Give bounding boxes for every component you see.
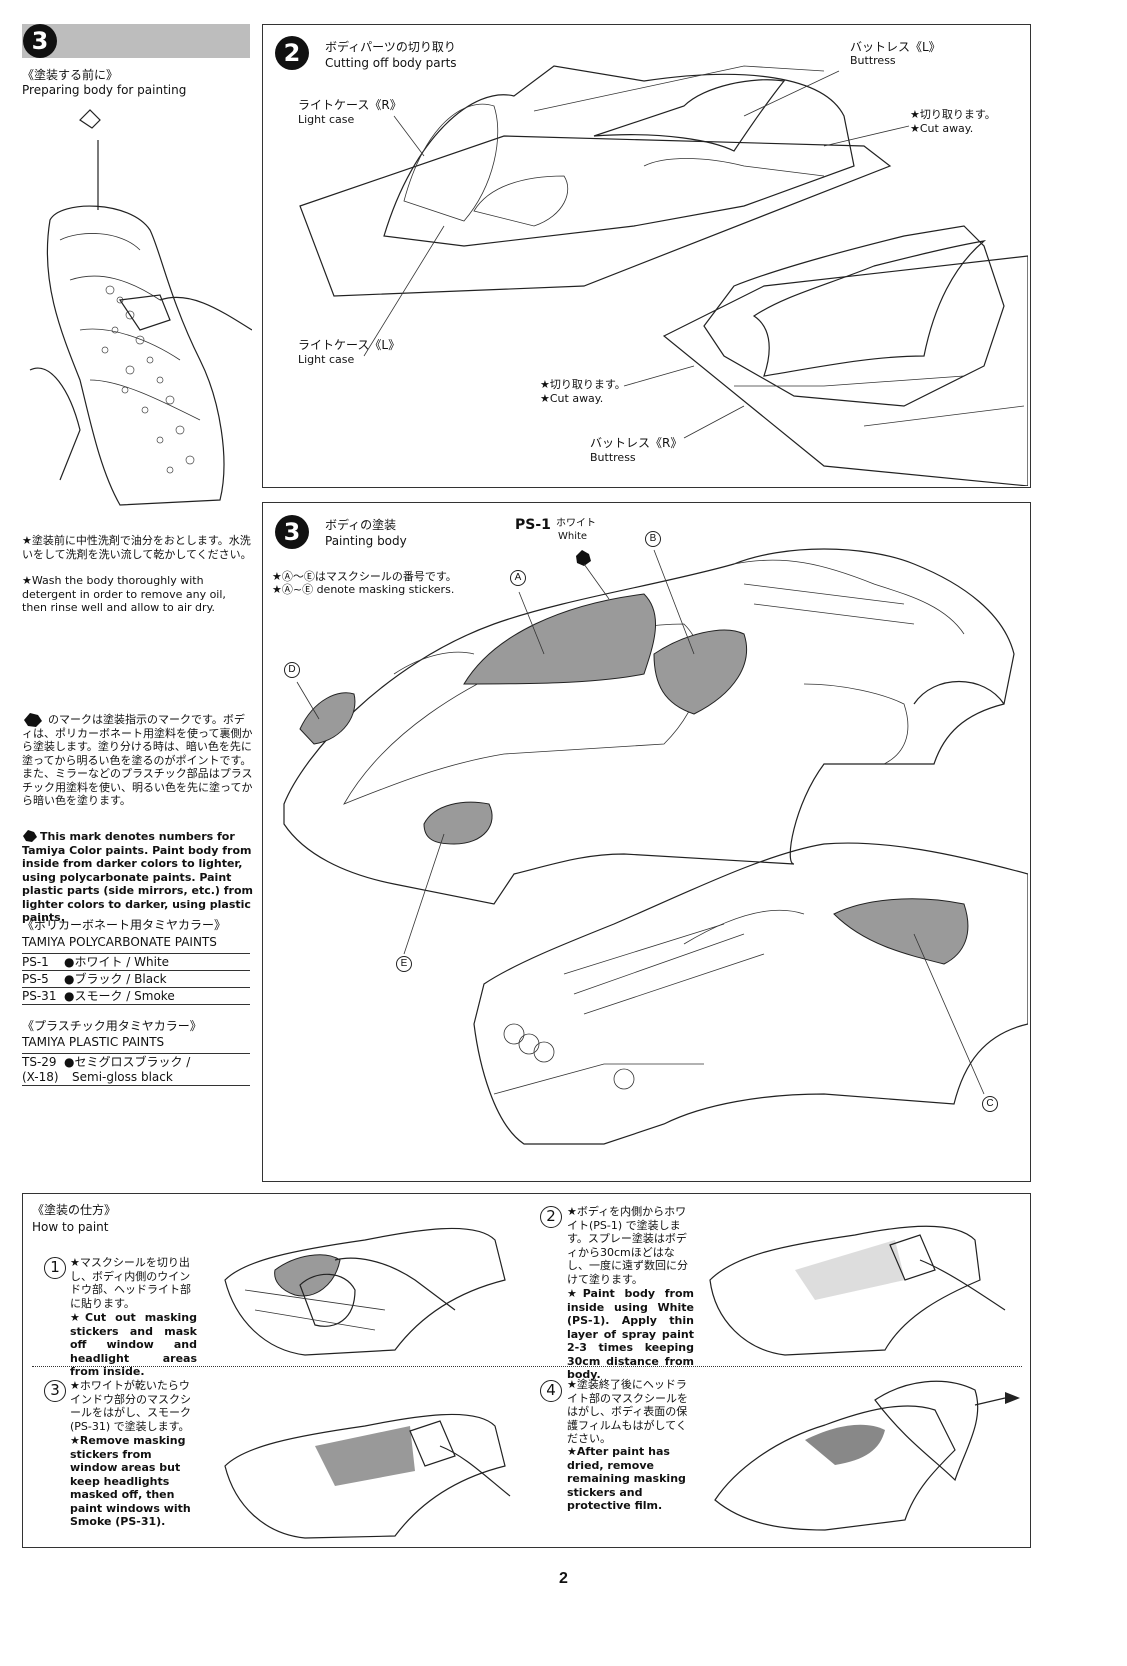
washing-illustration [29, 109, 252, 506]
cut-away-1-jp: ★切り取ります。 [910, 108, 996, 121]
how-step-2-en: ★Paint body from inside using White (PS-… [567, 1287, 694, 1381]
step3-header-bar [22, 24, 250, 58]
how-step-4-jp: ★塗装終了後にヘッドライト部のマスクシールをはがし、ボディ表面の保護フィルムもは… [567, 1378, 688, 1445]
poly-paints-title-jp: 《ポリカーボネート用タミヤカラー》 [22, 918, 227, 932]
step-number-badge: 3 [23, 24, 57, 58]
buttress-r-en: Buttress [590, 451, 636, 464]
buttress-r-jp: バットレス《R》 [590, 436, 683, 450]
step3-panel [262, 502, 1031, 1182]
wash-note-jp: ★塗装前に中性洗剤で油分をおとします。水洗いをして洗剤を洗い流して乾かしてくださ… [22, 534, 252, 561]
poly-paint-row: PS-1 ●ホワイト / White [22, 954, 250, 971]
step3-number: 3 [275, 515, 309, 549]
mask-label-c: C [982, 1096, 998, 1112]
mark-note-en: This mark denotes numbers for Tamiya Col… [22, 830, 253, 924]
how-step-1-jp: ★マスクシールを切り出し、ボディ内側のウインドウ部、ヘッドライト部に貼ります。 [70, 1256, 191, 1310]
section-title-en: Preparing body for painting [22, 83, 187, 97]
poly-paints-title-en: TAMIYA POLYCARBONATE PAINTS [22, 935, 217, 949]
how-to-paint-panel [22, 1193, 1031, 1548]
poly-paint-row: PS-31 ●スモーク / Smoke [22, 988, 250, 1005]
how-step-4-en: ★After paint has dried, remove remaining… [567, 1445, 686, 1512]
step-divider [32, 1366, 1022, 1367]
how-step-2-jp: ★ボディを内側からホワイト(PS-1) で塗装します。スプレー塗装はボディから3… [567, 1205, 688, 1286]
paint-code: PS-31 [22, 989, 57, 1003]
how-step-1-en: ★Cut out masking stickers and mask off w… [70, 1311, 197, 1378]
mask-sticker-illustration [224, 1227, 506, 1356]
paint-mark-icon-small [23, 830, 37, 842]
step2-title-jp: ボディパーツの切り取り [325, 40, 456, 54]
paint-name-en: Semi-gloss black [72, 1070, 173, 1084]
plastic-paints-title-jp: 《プラスチック用タミヤカラー》 [22, 1019, 202, 1033]
paint-name: ●ホワイト / White [64, 955, 170, 969]
poly-paint-row: PS-5 ●ブラック / Black [22, 971, 250, 988]
step3-title-jp: ボディの塗装 [325, 518, 397, 532]
light-case-r-en: Light case [298, 113, 355, 126]
how-step-4-number: 4 [540, 1380, 562, 1402]
paint-code: TS-29 [22, 1055, 57, 1069]
how-title-en: How to paint [32, 1220, 109, 1234]
plastic-rule [22, 1053, 250, 1054]
mark-note-jp: のマークは塗装指示のマークです。ボディは、ポリカーボネート用塗料を使って裏側から… [22, 713, 253, 807]
mask-label-b: B [645, 531, 661, 547]
cut-away-2-en: ★Cut away. [540, 392, 604, 405]
paint-code-alt: (X-18) [22, 1070, 59, 1084]
wash-note-en: ★Wash the body thoroughly with detergent… [22, 574, 226, 614]
light-case-l-jp: ライトケース《L》 [298, 338, 401, 352]
mask-label-a: A [510, 570, 526, 586]
section-title-jp: 《塗装する前に》 [22, 68, 119, 82]
how-step-3-number: 3 [44, 1380, 66, 1402]
poly-rule [22, 953, 250, 954]
paint-color-en: White [558, 531, 588, 542]
mask-label-d: D [284, 662, 300, 678]
how-step-3-en: ★Remove masking stickers from window are… [70, 1434, 191, 1528]
light-case-l-en: Light case [298, 353, 355, 366]
paint-mark-icon [24, 713, 42, 727]
finished-body-illustration [714, 1380, 1020, 1531]
paint-name-jp: ●セミグロスブラック / [64, 1055, 191, 1069]
how-step-3-jp: ★ホワイトが乾いたらウインドウ部分のマスクシールをはがし、スモーク(PS-31)… [70, 1379, 191, 1433]
paint-code: PS-1 [22, 955, 49, 969]
page-number: 2 [559, 1570, 568, 1587]
step3-title-en: Painting body [325, 534, 407, 548]
cut-away-1-en: ★Cut away. [910, 122, 974, 135]
plastic-paint-row: TS-29 (X-18) ●セミグロスブラック / Semi-gloss bla… [22, 1054, 250, 1086]
paint-code: PS-5 [22, 972, 49, 986]
paint-name: ●ブラック / Black [64, 972, 167, 986]
step2-number: 2 [275, 36, 309, 70]
spray-white-illustration [709, 1225, 1006, 1356]
buttress-l-jp: バットレス《L》 [850, 40, 941, 54]
step2-body-illustration [299, 65, 1028, 486]
buttress-l-en: Buttress [850, 54, 896, 67]
paint-code-label: PS-1 [515, 517, 551, 533]
paint-name: ●スモーク / Smoke [64, 989, 175, 1003]
cut-away-2-jp: ★切り取ります。 [540, 378, 626, 391]
how-title-jp: 《塗装の仕方》 [32, 1203, 117, 1217]
light-case-r-jp: ライトケース《R》 [298, 98, 402, 112]
step2-panel [262, 24, 1031, 488]
step3-body-illustration [283, 548, 1028, 1145]
step2-title-en: Cutting off body parts [325, 56, 457, 70]
mask-note-jp: ★Ⓐ〜Ⓔはマスクシールの番号です。 [272, 570, 457, 583]
paint-color-jp: ホワイト [556, 518, 596, 529]
how-step-1-number: 1 [44, 1257, 66, 1279]
mask-note-en: ★Ⓐ~Ⓔ denote masking stickers. [272, 583, 455, 596]
mask-label-e: E [396, 956, 412, 972]
spray-smoke-illustration [224, 1413, 511, 1539]
how-step-2-number: 2 [540, 1206, 562, 1228]
plastic-paints-title-en: TAMIYA PLASTIC PAINTS [22, 1035, 165, 1049]
